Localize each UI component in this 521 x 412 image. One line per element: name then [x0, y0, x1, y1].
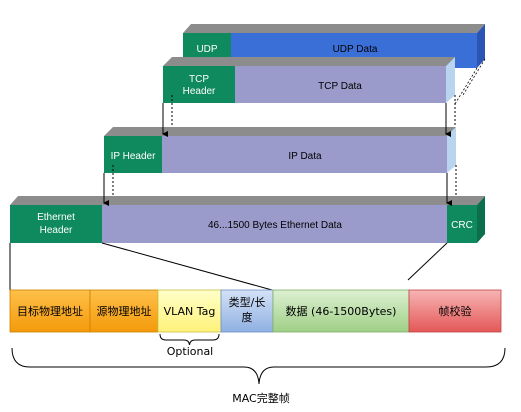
tcp-layer: TCP Header TCP Data — [163, 57, 455, 103]
ip-layer: IP Header IP Data — [104, 127, 456, 173]
mac-frame: 目标物理地址 源物理地址 VLAN Tag 类型/长 度 数据 (46-1500… — [9, 289, 502, 333]
field-fcs — [408, 289, 502, 333]
udp-header-label: UDP — [196, 44, 217, 55]
tcp-side-face — [446, 57, 455, 103]
ethernet-top-face — [10, 196, 485, 205]
ip-data-box — [162, 136, 447, 173]
field-fcs-label: 帧校验 — [439, 304, 472, 318]
ip-eth-arrows — [103, 165, 457, 206]
field-type-length-label-line2: 度 — [242, 310, 253, 324]
ethernet-data-box — [102, 205, 447, 243]
ethernet-data-label: 46...1500 Bytes Ethernet Data — [208, 220, 342, 231]
field-vlan-tag-label: VLAN Tag — [164, 305, 216, 318]
ip-data-label: IP Data — [288, 151, 322, 162]
tcp-header-label-line1: TCP — [189, 74, 209, 85]
udp-top-face — [183, 24, 485, 33]
ip-header-box — [104, 136, 162, 173]
udp-data-label: UDP Data — [333, 44, 378, 55]
field-dest-mac-label: 目标物理地址 — [17, 304, 83, 318]
field-payload — [272, 289, 410, 333]
field-payload-label: 数据 (46-1500Bytes) — [286, 304, 397, 318]
tcp-data-label: TCP Data — [318, 81, 362, 92]
tcp-header-box — [163, 66, 235, 103]
tcp-data-box — [235, 66, 446, 103]
ethernet-layer: Ethernet Header 46...1500 Bytes Ethernet… — [10, 196, 485, 243]
udp-tcp-connectors — [454, 58, 486, 105]
optional-label: Optional — [167, 345, 214, 358]
ethernet-header-box — [10, 205, 102, 243]
ethernet-header-label-line1: Ethernet — [37, 212, 75, 223]
crc-box — [447, 205, 477, 243]
optional-brace — [159, 333, 220, 346]
ip-side-face — [447, 127, 456, 173]
frame-expansion-lines — [9, 242, 448, 291]
field-src-mac-label: 源物理地址 — [97, 304, 152, 318]
ip-header-label: IP Header — [111, 151, 157, 162]
ip-top-face — [104, 127, 456, 136]
crc-label: CRC — [451, 220, 473, 231]
frame-brace — [11, 347, 506, 385]
field-src-mac — [89, 289, 159, 333]
field-type-length — [220, 289, 274, 333]
tcp-top-face — [163, 57, 455, 66]
field-vlan-tag — [157, 289, 222, 333]
field-type-length-label-line1: 类型/长 — [229, 295, 266, 309]
ethernet-side-face — [477, 196, 485, 243]
frame-caption: MAC完整帧 — [232, 391, 290, 405]
tcp-header-label-line2: Header — [183, 86, 216, 97]
udp-side-face — [477, 24, 485, 68]
tcp-ip-arrows — [162, 95, 456, 137]
ethernet-header-label-line2: Header — [40, 225, 73, 236]
